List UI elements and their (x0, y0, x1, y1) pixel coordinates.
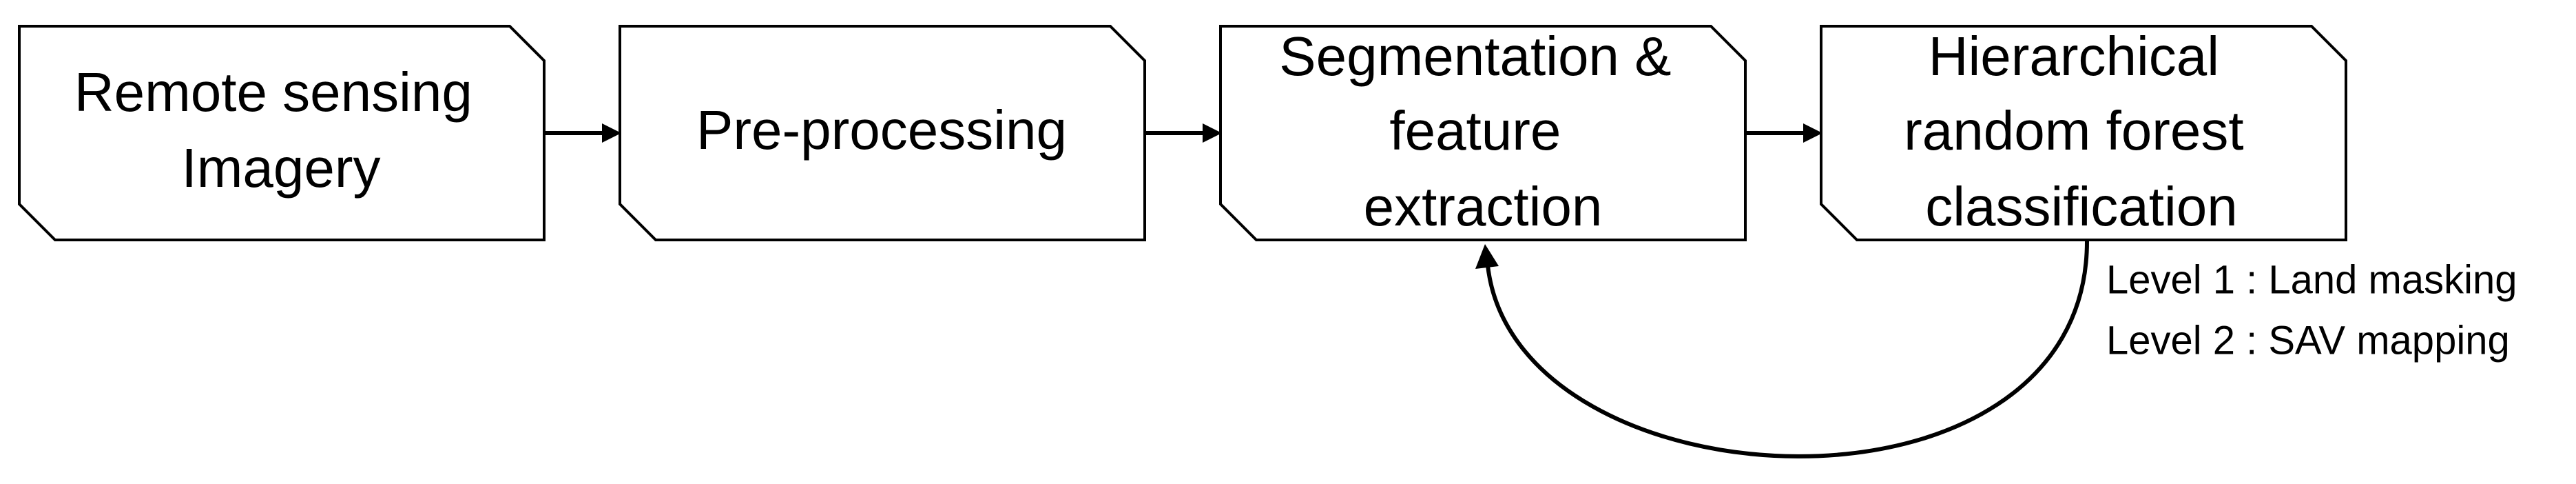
step-label: Hierarchical random forest classificatio… (1904, 26, 2259, 237)
feedback-curve (1486, 241, 2089, 458)
arrowhead-icon (602, 123, 621, 143)
step-segmentation: Segmentation & feature extraction (1219, 25, 1747, 241)
arrowhead-icon (1475, 244, 1499, 269)
step-label-line: Hierarchical (1929, 26, 2219, 87)
step-label: Remote sensing Imagery (74, 61, 488, 199)
step-label: Pre-processing (696, 99, 1067, 161)
step-label-line: feature (1389, 100, 1561, 161)
step-box-shape (619, 25, 1146, 241)
step-label-line: Segmentation & (1279, 26, 1671, 87)
step-label-line: extraction (1364, 176, 1603, 237)
step-label: Segmentation & feature extraction (1279, 26, 1687, 237)
arrowhead-icon (1803, 123, 1822, 143)
step-box-shape (1219, 25, 1747, 241)
step-box-shape (1820, 25, 2347, 241)
step-label-line: Remote sensing (74, 61, 472, 123)
step-label-line: random forest (1904, 100, 2244, 161)
arrow-connector (1145, 123, 1222, 143)
step-pre-processing: Pre-processing (619, 25, 1146, 241)
feedback-arrow (1475, 241, 2089, 458)
step-label-line: classification (1925, 176, 2238, 237)
step-box-shape (18, 25, 546, 241)
step-classification: Hierarchical random forest classificatio… (1820, 25, 2347, 241)
arrow-connector (1745, 123, 1822, 143)
arrow-connector (544, 123, 621, 143)
step-remote-sensing: Remote sensing Imagery (18, 25, 546, 241)
level-2-note: Level 2 : SAV mapping (2106, 318, 2510, 363)
arrowhead-icon (1203, 123, 1222, 143)
level-1-note: Level 1 : Land masking (2106, 257, 2517, 302)
step-label-line: Pre-processing (696, 99, 1067, 161)
step-label-line: Imagery (182, 137, 381, 199)
